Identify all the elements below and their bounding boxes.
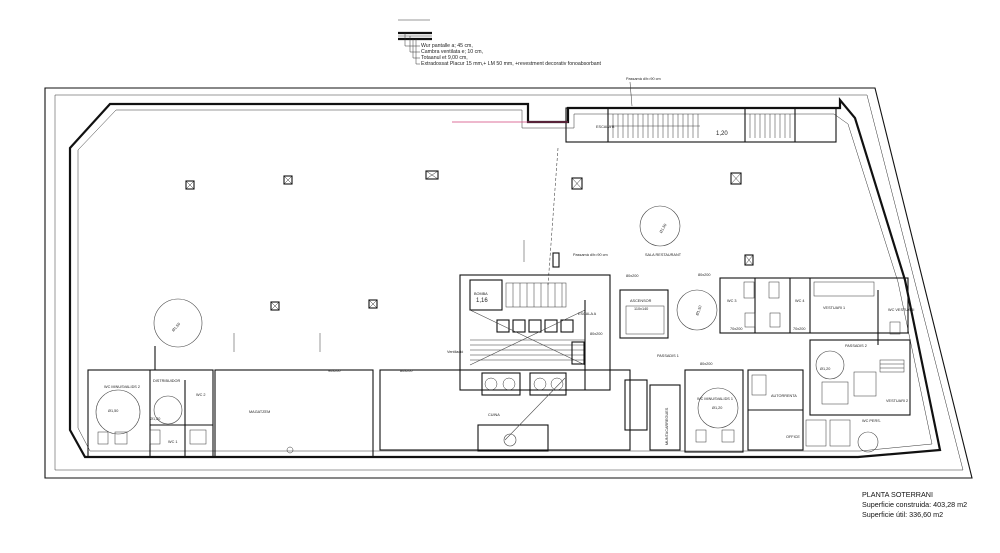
radius-120-wc1: Ø1,20	[712, 406, 722, 410]
plan-title-block: PLANTA SOTERRANI Superficie construida: …	[862, 490, 967, 519]
door-80x200-lift: 80x200	[626, 274, 638, 278]
door-80x200-core: 80x200	[590, 332, 602, 336]
radius-120-left: Ø1,20	[150, 417, 160, 421]
wc-minusvalids-1-label: WC MINUSVALIDS 1	[697, 397, 733, 401]
left-toilets: WC MINUSVALIDS 2 DISTRIBUIDOR WC 2 WC 1 …	[87, 346, 214, 458]
wc-4-label: WC 4	[795, 299, 805, 303]
magatzem-label: MAGATZEM	[249, 410, 270, 414]
restaurant-hall: Ø1,50 SALA RESTAURANT Passamà d/h=90 cm …	[153, 147, 682, 352]
wc-3-label: WC 3	[727, 299, 737, 303]
ventilacio-note: Ventilació	[447, 350, 463, 354]
cuina-label: CUINA	[488, 413, 500, 417]
kitchen: CUINA 80x200	[379, 369, 648, 452]
radius-150-left: Ø1,50	[171, 322, 181, 332]
plan-title: PLANTA SOTERRANI	[862, 490, 933, 499]
wc-pers-label: WC PERS.	[862, 419, 881, 423]
legend-line-1: Wur pantalle a; 45 cm,	[421, 43, 473, 49]
door-90x200-store: 90x200	[328, 369, 340, 373]
central-core: BOMBA ESCALA A 1,16 Ventilació	[447, 273, 718, 391]
legend-line-2: Cambra ventilata e; 10 cm,	[421, 49, 483, 55]
door-80x200-right: 80x200	[700, 362, 712, 366]
ascensor-size: 110x140	[634, 307, 648, 311]
door-80x200-kitchen: 80x200	[400, 369, 412, 373]
radius-120-p2: Ø1,20	[820, 367, 830, 371]
door-70x200-b: 70x200	[793, 327, 805, 331]
muntacarregues-label: MUNTACARREGUES	[665, 407, 669, 445]
door-80x200-hall: 80x200	[698, 273, 710, 277]
site-boundary	[44, 87, 973, 479]
legend-line-3: Totaanul et 9,00 cm,	[421, 55, 468, 61]
sala-restaurant-label: SALA RESTAURANT	[645, 253, 682, 257]
legend-line-4: Extradossat Placur 15 mm,+ LM 50 mm, +re…	[421, 61, 601, 67]
dim-120: 1,20	[716, 131, 728, 137]
radius-150-hall: Ø1,50	[659, 223, 668, 234]
wc-2-label: WC 2	[196, 393, 206, 397]
structural-columns	[185, 170, 754, 311]
ascensor-label: ASCENSOR	[630, 299, 652, 303]
passama-top-note: Passamà d/h=90 cm	[626, 77, 661, 81]
dim-116: 1,16	[476, 298, 488, 304]
plan-usable-area: Superficie útil: 336,60 m2	[862, 510, 943, 519]
distribuidor-label: DISTRIBUIDOR	[153, 379, 180, 383]
plan-constructed-area: Superficie construida: 403,28 m2	[862, 500, 967, 509]
escala-b-label: ESCALA B	[596, 125, 615, 129]
wc-1-label: WC 1	[168, 440, 178, 444]
radius-150-core: Ø1,50	[695, 305, 702, 316]
escala-a-label: ESCALA A	[578, 312, 597, 316]
autorrenta-label: AUTORRENTA	[771, 394, 797, 398]
office-label: OFFICE	[786, 435, 800, 439]
radius-150-left-wc: Ø1,50	[108, 409, 118, 413]
stair-treads-top	[610, 114, 791, 138]
wall-legend: Wur pantalle a; 45 cm, Cambra ventilata …	[398, 19, 601, 67]
right-service-block: WC 3 WC 4 VESTUARI 1 WC VESTUARI 70x200 …	[150, 277, 914, 453]
vestuari-2-label: VESTUARI 2	[886, 399, 908, 403]
passama-mid-note: Passamà d/h=90 cm	[573, 253, 608, 257]
passadis-2-label: PASSADIS 2	[845, 344, 867, 348]
magatzem: MAGATZEM 90x200	[214, 369, 374, 458]
wc-vestuari-label: WC VESTUARI	[888, 308, 914, 312]
vestuari-1-label: VESTUARI 1	[823, 306, 845, 310]
bomba-label: BOMBA	[474, 292, 488, 296]
door-70x200-a: 70x200	[730, 327, 742, 331]
passadis-1-label: PASSADIS 1	[657, 354, 679, 358]
stair-treads-core	[469, 282, 586, 390]
wc-minusvalids-2-label: WC MINUSVALIDS 2	[104, 385, 140, 389]
